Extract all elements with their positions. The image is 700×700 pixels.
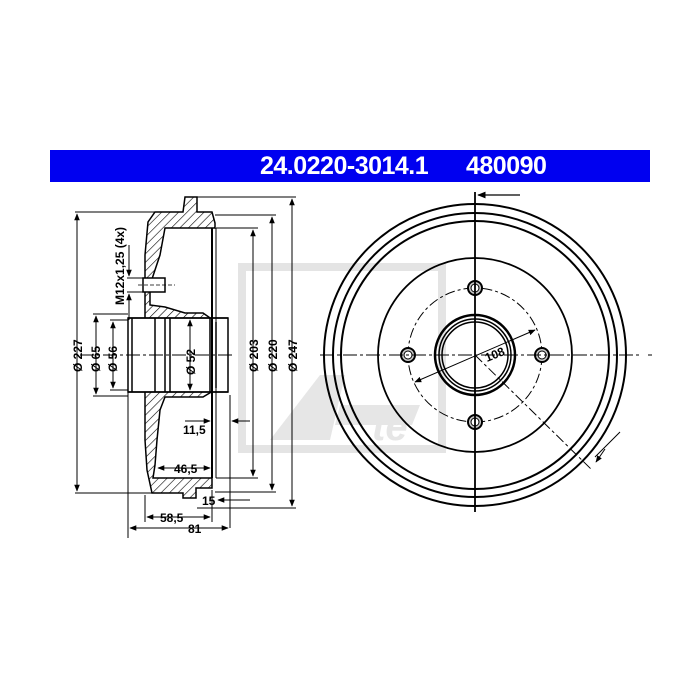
- thread-label: M12x1,25 (4x): [113, 227, 127, 305]
- section-dimensions: [74, 196, 296, 538]
- svg-text:te: te: [372, 405, 408, 449]
- ate-logo-letters: te: [270, 375, 420, 449]
- dim-d247: Ø 247: [286, 339, 300, 372]
- dim-58-5: 58,5: [160, 511, 184, 525]
- drum-section-view: [80, 196, 235, 499]
- title-band: 24.0220-3014.1 480090: [50, 150, 650, 182]
- dim-81: 81: [188, 522, 202, 536]
- dim-d203: Ø 203: [247, 339, 261, 372]
- reference-number: 480090: [466, 152, 547, 180]
- dim-d56: Ø 56: [106, 346, 120, 372]
- drum-front-view: [320, 191, 652, 512]
- part-number: 24.0220-3014.1: [260, 152, 429, 180]
- dim-46-5: 46,5: [174, 462, 198, 476]
- dim-d65: Ø 65: [89, 346, 103, 372]
- dim-d227: Ø 227: [71, 339, 85, 372]
- dim-d52: Ø 52: [184, 349, 198, 375]
- dim-15: 15: [202, 494, 216, 508]
- section-labels: Ø 227 Ø 65 Ø 56 M12x1,25 (4x) Ø 52 Ø 203…: [71, 227, 300, 536]
- dim-11-5: 11,5: [183, 423, 206, 437]
- dim-d220: Ø 220: [266, 339, 280, 372]
- bolt-circle-label: 108: [483, 344, 507, 365]
